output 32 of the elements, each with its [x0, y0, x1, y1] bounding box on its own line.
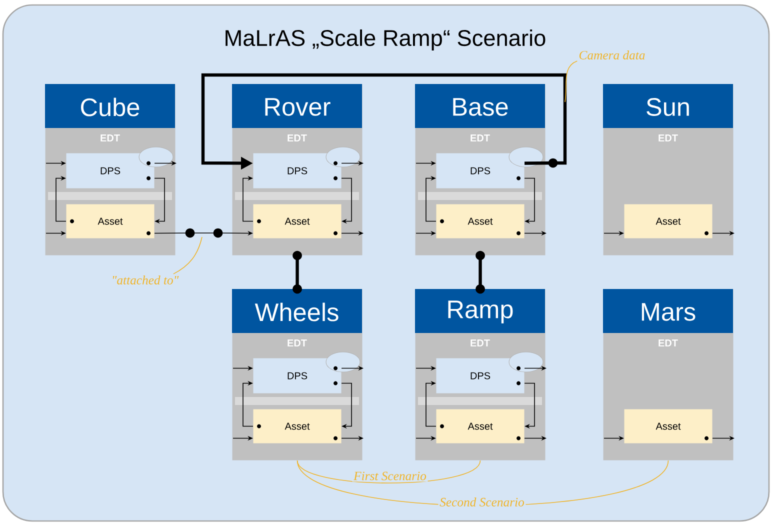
asset-box: Asset	[436, 409, 524, 444]
scenario-curve	[296, 460, 481, 484]
leader-line	[173, 236, 202, 274]
arrow	[524, 178, 535, 224]
edge-label: First Scenario	[352, 470, 428, 482]
edge-label: Second Scenario	[438, 496, 526, 508]
dps-box: DPS	[436, 358, 524, 394]
arrow	[242, 380, 254, 427]
annotation-text: "attached to"	[112, 276, 179, 284]
asset-box: Asset	[624, 409, 712, 444]
dps-box: DPS	[253, 358, 342, 394]
asset-box: Asset	[253, 409, 342, 444]
arrow	[341, 382, 352, 429]
arrow	[524, 382, 535, 429]
dps-box: DPS	[253, 153, 342, 188]
arrow	[426, 176, 436, 222]
asset-box: Asset	[624, 204, 712, 238]
dps-box: DPS	[436, 153, 524, 188]
title: MaLrAS „Scale Ramp“ Scenario	[226, 29, 546, 51]
arrow	[56, 176, 66, 222]
arrow	[341, 178, 352, 224]
connector-line	[476, 250, 485, 294]
arrow	[242, 176, 254, 222]
connector-line	[292, 250, 302, 294]
leader-line	[564, 60, 578, 102]
dps-box: DPS	[66, 153, 154, 188]
arrow	[426, 380, 436, 427]
asset-box: Asset	[66, 204, 154, 238]
asset-box: Asset	[253, 204, 342, 238]
arrow	[154, 178, 165, 224]
annotation-text: Camera data	[579, 50, 645, 60]
asset-box: Asset	[436, 204, 524, 238]
